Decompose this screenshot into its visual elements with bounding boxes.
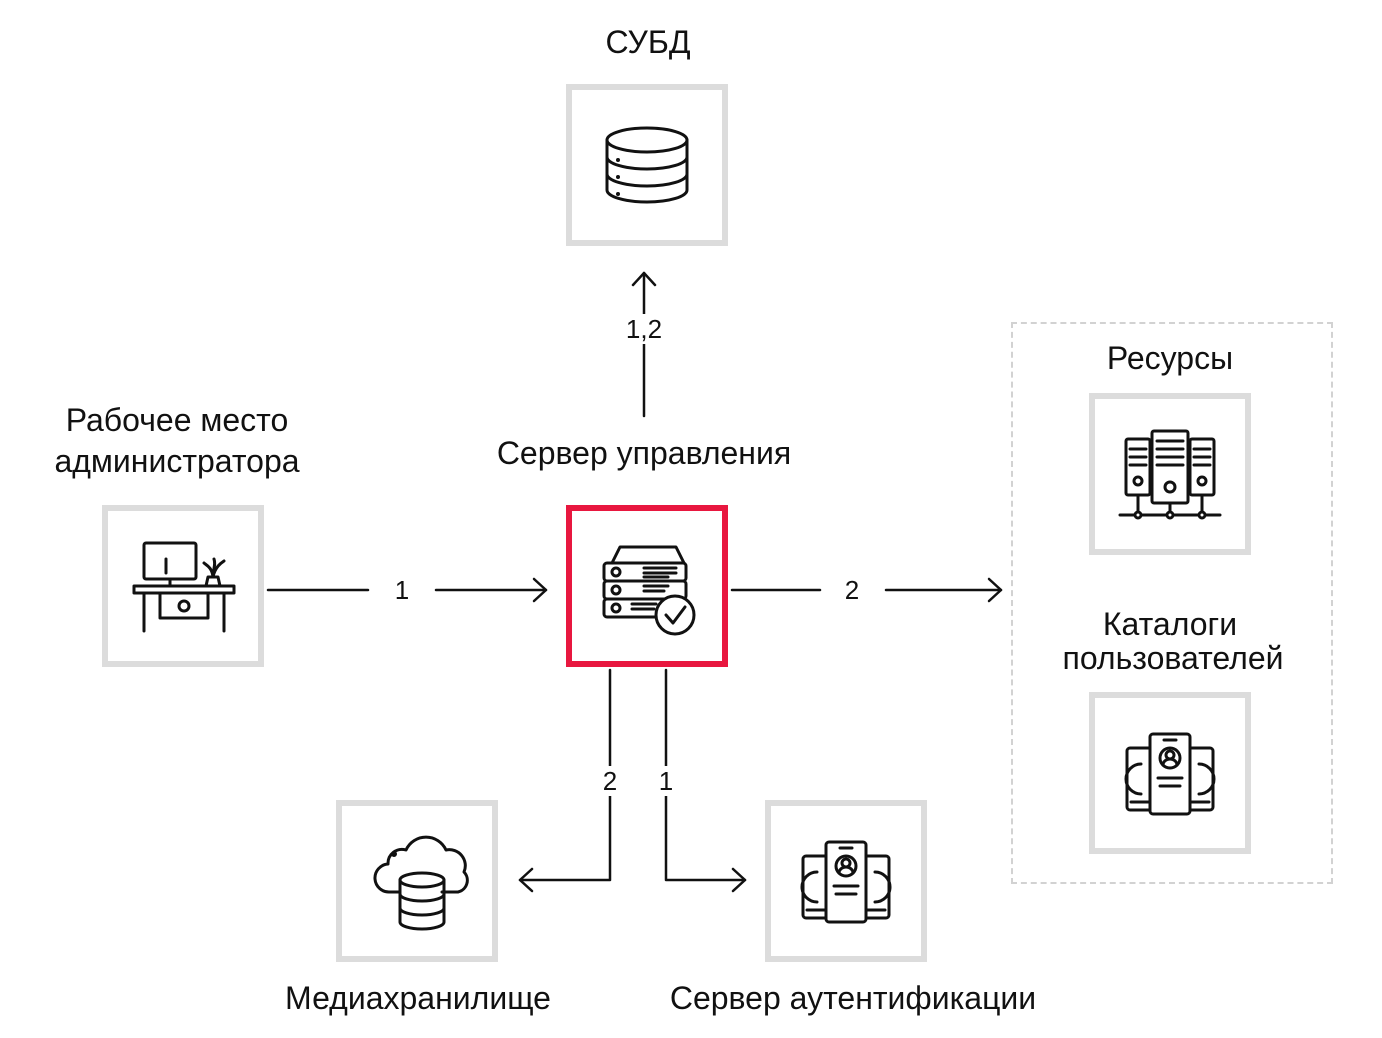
admin-title-line1: Рабочее место xyxy=(65,402,289,438)
catalogs-title-line1: Каталоги xyxy=(1102,606,1238,642)
dbms-node[interactable] xyxy=(566,84,728,246)
resources-node[interactable] xyxy=(1089,393,1251,555)
dbms-title: СУБД xyxy=(605,24,691,60)
media-storage-node[interactable] xyxy=(336,800,498,962)
arrow-up-icon xyxy=(631,271,657,287)
management-server-node[interactable] xyxy=(566,505,728,667)
management-server-title: Сервер управления xyxy=(496,435,792,471)
admin-workstation-node[interactable] xyxy=(102,505,264,667)
edge-label-to-auth: 1 xyxy=(650,766,682,796)
resources-group-frame xyxy=(1011,322,1333,884)
user-catalogs-node[interactable] xyxy=(1089,692,1251,854)
server-rack-icon xyxy=(1118,429,1222,520)
media-storage-title: Медиахранилище xyxy=(285,980,551,1016)
auth-server-title: Сервер аутентификации xyxy=(669,980,1037,1016)
edge-label-from-admin: 1 xyxy=(380,575,424,605)
desk-computer-icon xyxy=(132,541,236,633)
edge-label-to-media: 2 xyxy=(594,766,626,796)
server-check-icon xyxy=(602,545,696,636)
cloud-database-icon xyxy=(373,835,469,931)
arrow-right-icon xyxy=(532,577,548,603)
catalogs-title-line2: пользователей xyxy=(1062,640,1284,676)
edge-line-to-auth xyxy=(664,668,747,882)
edge-line-to-media xyxy=(518,668,612,882)
arrow-right-icon xyxy=(987,577,1003,603)
id-cards-icon xyxy=(1124,732,1216,816)
database-icon xyxy=(605,126,689,204)
resources-title: Ресурсы xyxy=(1106,340,1234,376)
admin-title-line2: администратора xyxy=(54,443,300,479)
arrow-right-icon xyxy=(731,867,747,893)
edge-label-to-dbms: 1,2 xyxy=(612,314,676,344)
id-cards-icon xyxy=(800,840,892,924)
auth-server-node[interactable] xyxy=(765,800,927,962)
arrow-left-icon xyxy=(518,867,534,893)
edge-label-to-resources: 2 xyxy=(830,575,874,605)
